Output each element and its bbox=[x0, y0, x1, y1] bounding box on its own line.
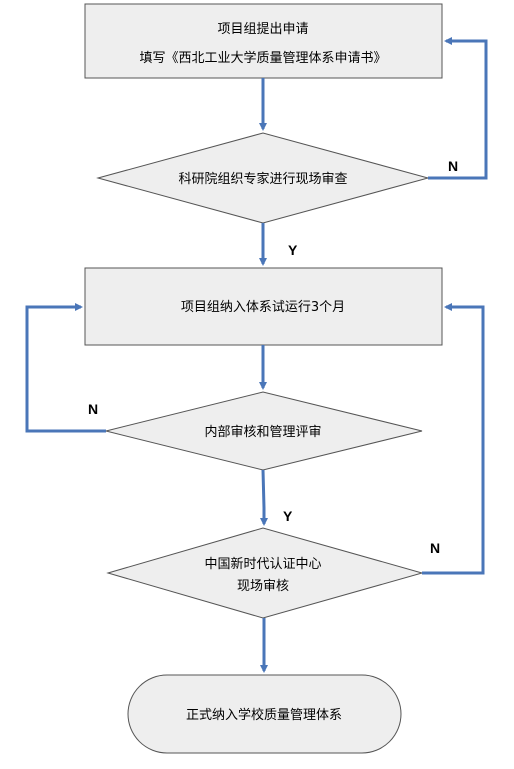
loop-review-back-to-apply bbox=[428, 37, 488, 180]
internal-audit-label: 内部审核和管理评审 bbox=[204, 424, 321, 440]
branch-n-certification: N bbox=[430, 540, 440, 556]
apply-box: 项目组提出申请 填写《西北工业大学质量管理体系申请书》 bbox=[84, 3, 443, 79]
branch-y-review: Y bbox=[288, 242, 298, 258]
loop-audit-back-to-trial bbox=[25, 303, 106, 433]
final-label: 正式纳入学校质量管理体系 bbox=[186, 707, 342, 723]
expert-review-label: 科研院组织专家进行现场审查 bbox=[178, 171, 347, 187]
apply-subtitle: 填写《西北工业大学质量管理体系申请书》 bbox=[139, 50, 386, 66]
trial-box: 项目组纳入体系试运行3个月 bbox=[84, 267, 443, 346]
certification-label-line1: 中国新时代认证中心 bbox=[204, 556, 321, 572]
trial-label: 项目组纳入体系试运行3个月 bbox=[181, 300, 345, 315]
certification-diamond: 中国新时代认证中心 现场审核 bbox=[106, 527, 424, 619]
branch-y-audit: Y bbox=[283, 508, 293, 524]
branch-n-review: N bbox=[448, 158, 458, 174]
loop-certification-back-to-trial bbox=[422, 303, 485, 575]
final-terminal: 正式纳入学校质量管理体系 bbox=[127, 674, 402, 754]
apply-title: 项目组提出申请 bbox=[217, 21, 308, 37]
internal-audit-diamond: 内部审核和管理评审 bbox=[105, 391, 423, 471]
expert-review-diamond: 科研院组织专家进行现场审查 bbox=[96, 132, 430, 224]
certification-label-line2: 现场审核 bbox=[237, 579, 289, 594]
branch-n-audit: N bbox=[88, 401, 98, 417]
arrow-audit-to-certification bbox=[260, 469, 268, 526]
